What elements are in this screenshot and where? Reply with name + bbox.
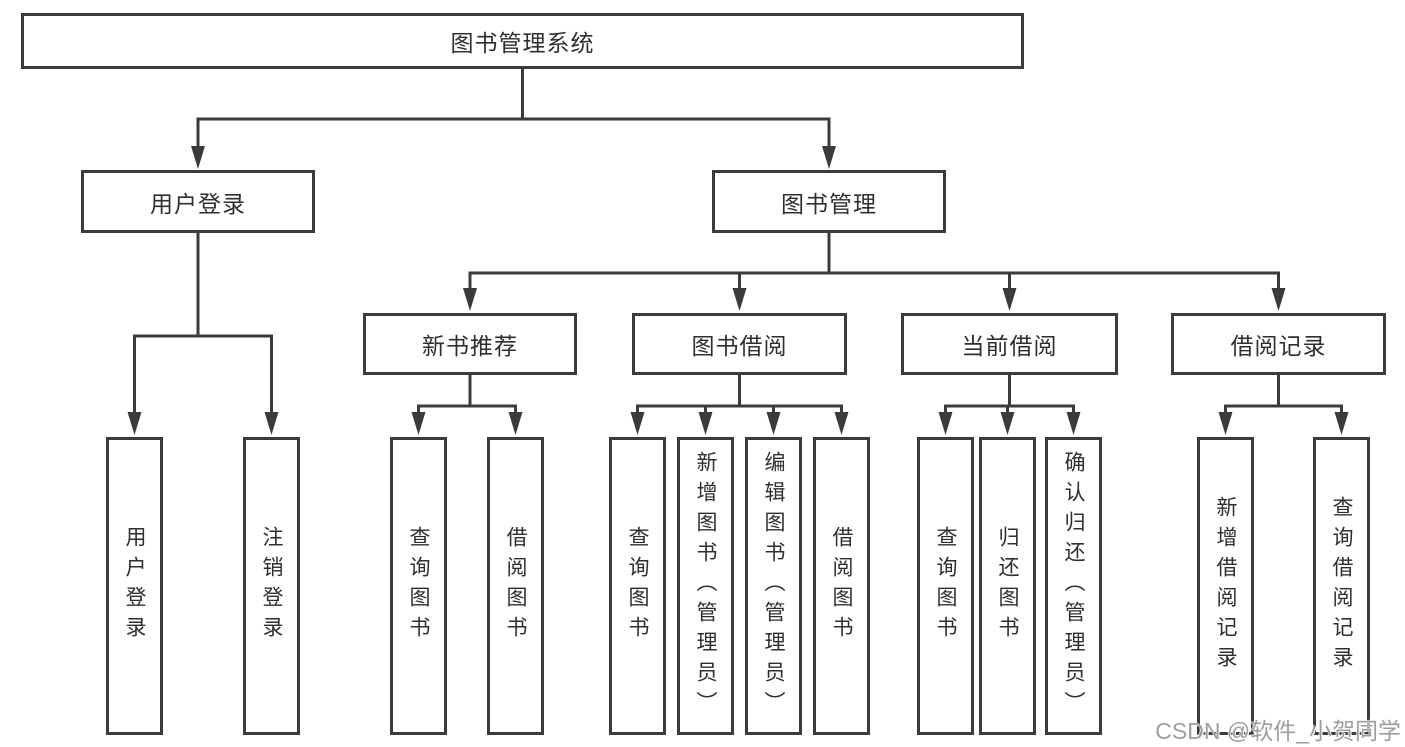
node-borrow-records-label: 借阅记录 (1230, 333, 1327, 359)
arrow-down-icon (834, 412, 849, 435)
leaf-borrow-book: 借阅图书 (813, 437, 870, 735)
leaf-logout: 注销登录 (243, 437, 300, 735)
arrow-down-icon (938, 412, 953, 435)
arrow-down-icon (127, 412, 142, 435)
connector-user-login-to-leaves (133, 231, 273, 416)
node-book-borrow: 图书借阅 (632, 313, 847, 375)
leaf-add-borrow-record-label: 新增借阅记录 (1214, 496, 1237, 676)
connector-book-management-to-level3 (468, 231, 1280, 292)
leaf-recommend-query-books-label: 查询图书 (407, 526, 430, 646)
arrow-down-icon (766, 412, 781, 435)
leaf-confirm-return-admin: 确认归还（管理员） (1045, 437, 1102, 735)
leaf-add-book-admin-label: 新增图书（管理员） (694, 451, 717, 721)
node-root-label: 图书管理系统 (450, 30, 595, 56)
node-root: 图书管理系统 (21, 13, 1024, 69)
arrow-down-icon (1000, 412, 1015, 435)
arrow-down-icon (630, 412, 645, 435)
node-user-login-label: 用户登录 (150, 190, 246, 217)
arrow-down-icon (264, 412, 279, 435)
watermark: CSDN @软件_小贺同学 (1155, 718, 1401, 744)
arrow-down-icon (1066, 412, 1081, 435)
arrow-down-icon (822, 146, 836, 169)
arrow-down-icon (1218, 412, 1233, 435)
leaf-current-query-books-label: 查询图书 (934, 526, 957, 646)
arrow-down-icon (508, 412, 523, 435)
leaf-recommend-borrow-books-label: 借阅图书 (504, 526, 527, 646)
leaf-confirm-return-admin-label: 确认归还（管理员） (1062, 451, 1085, 721)
arrow-down-icon (191, 146, 205, 169)
connector-borrow-records-to-leaves (1224, 373, 1343, 416)
leaf-edit-book-admin: 编辑图书（管理员） (745, 437, 802, 735)
connector-book-borrow-to-leaves (636, 373, 843, 416)
connector-root-to-level2 (196, 67, 831, 150)
leaf-recommend-borrow-books: 借阅图书 (487, 437, 544, 735)
connector-current-borrow-to-leaves (944, 373, 1075, 416)
leaf-logout-label: 注销登录 (260, 526, 283, 646)
leaf-current-query-books: 查询图书 (917, 437, 974, 735)
leaf-query-borrow-record-label: 查询借阅记录 (1330, 496, 1353, 676)
leaf-return-book-label: 归还图书 (996, 526, 1019, 646)
leaf-query-borrow-record: 查询借阅记录 (1313, 437, 1370, 735)
arrow-down-icon (732, 288, 747, 311)
leaf-add-borrow-record: 新增借阅记录 (1197, 437, 1254, 735)
node-book-management: 图书管理 (712, 170, 946, 233)
leaf-edit-book-admin-label: 编辑图书（管理员） (762, 451, 785, 721)
arrow-down-icon (463, 288, 477, 311)
arrow-down-icon (411, 412, 426, 435)
arrow-down-icon (698, 412, 713, 435)
leaf-return-book: 归还图书 (979, 437, 1036, 735)
arrow-down-icon (1002, 288, 1017, 311)
arrow-down-icon (1334, 412, 1349, 435)
connector-new-book-recommend-to-leaves (417, 373, 517, 416)
node-new-book-recommend: 新书推荐 (363, 313, 577, 375)
node-new-book-recommend-label: 新书推荐 (422, 333, 518, 359)
node-book-management-label: 图书管理 (781, 190, 877, 217)
node-current-borrow: 当前借阅 (901, 313, 1118, 375)
leaf-recommend-query-books: 查询图书 (390, 437, 447, 735)
connector-lines (133, 67, 1343, 416)
node-current-borrow-label: 当前借阅 (961, 333, 1058, 359)
node-user-login: 用户登录 (81, 170, 315, 233)
leaf-user-login: 用户登录 (106, 437, 163, 735)
arrowheads (127, 146, 1349, 435)
leaf-borrow-query-books: 查询图书 (609, 437, 666, 735)
leaf-borrow-book-label: 借阅图书 (830, 526, 853, 646)
leaf-user-login-label: 用户登录 (123, 526, 146, 646)
node-book-borrow-label: 图书借阅 (691, 333, 788, 359)
leaf-borrow-query-books-label: 查询图书 (626, 526, 649, 646)
arrow-down-icon (1271, 288, 1286, 311)
node-borrow-records: 借阅记录 (1171, 313, 1386, 375)
leaf-add-book-admin: 新增图书（管理员） (677, 437, 734, 735)
